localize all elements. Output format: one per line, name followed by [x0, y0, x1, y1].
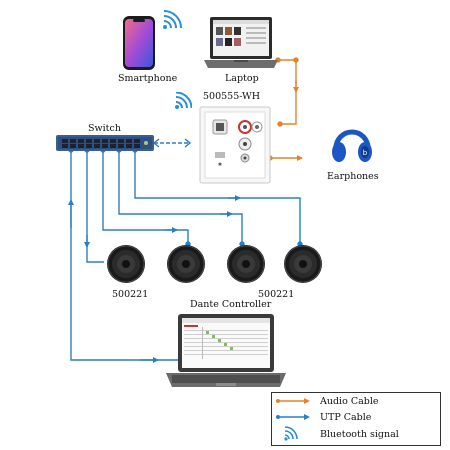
wallplate-label: 500555-WH [203, 91, 261, 102]
bluetooth-signal-icon [174, 91, 193, 110]
legend-item-audio-cable: Audio Cable [272, 393, 440, 409]
smartphone-icon [122, 15, 156, 71]
smartphone-label: Smartphone [118, 73, 178, 84]
utp-cable-switch-wallplate [152, 138, 192, 148]
utp-cable-swatch-icon [276, 414, 310, 420]
dante-controller-label: Dante Controller [190, 299, 272, 310]
laptop-icon [204, 16, 278, 70]
svg-text:b: b [363, 149, 368, 157]
laptop-label: Laptop [225, 73, 259, 84]
network-switch-icon [56, 135, 154, 151]
audio-cable-wallplate-earphones [267, 155, 303, 161]
switch-label: Switch [88, 123, 121, 134]
wallplate-device: ✱ [199, 106, 271, 184]
svg-text:✱: ✱ [218, 162, 223, 168]
earphones-label: Earphones [327, 171, 379, 182]
legend-item-bluetooth: Bluetooth signal [272, 426, 440, 442]
ceiling-speaker-3 [226, 244, 266, 284]
earphones-icon: b [330, 122, 374, 166]
audio-cable-swatch-icon [276, 398, 310, 404]
bluetooth-signal-icon [162, 8, 182, 30]
legend-audio-cable-label: Audio Cable [320, 396, 379, 407]
bluetooth-swatch-icon [284, 426, 298, 441]
dante-controller-laptop-icon [164, 313, 288, 389]
ceiling-speaker-2 [166, 244, 206, 284]
legend-utp-cable-label: UTP Cable [320, 412, 372, 423]
speaker-label-left: 500221 [112, 289, 149, 300]
audio-cable-laptop-wallplate [275, 57, 299, 127]
ceiling-speaker-4 [283, 244, 323, 284]
ceiling-speaker-1 [106, 244, 146, 284]
legend-bluetooth-label: Bluetooth signal [320, 429, 399, 440]
speaker-label-right: 500221 [258, 289, 295, 300]
legend: Audio Cable UTP Cable Bluetooth signal [271, 392, 441, 446]
legend-item-utp-cable: UTP Cable [272, 409, 440, 425]
